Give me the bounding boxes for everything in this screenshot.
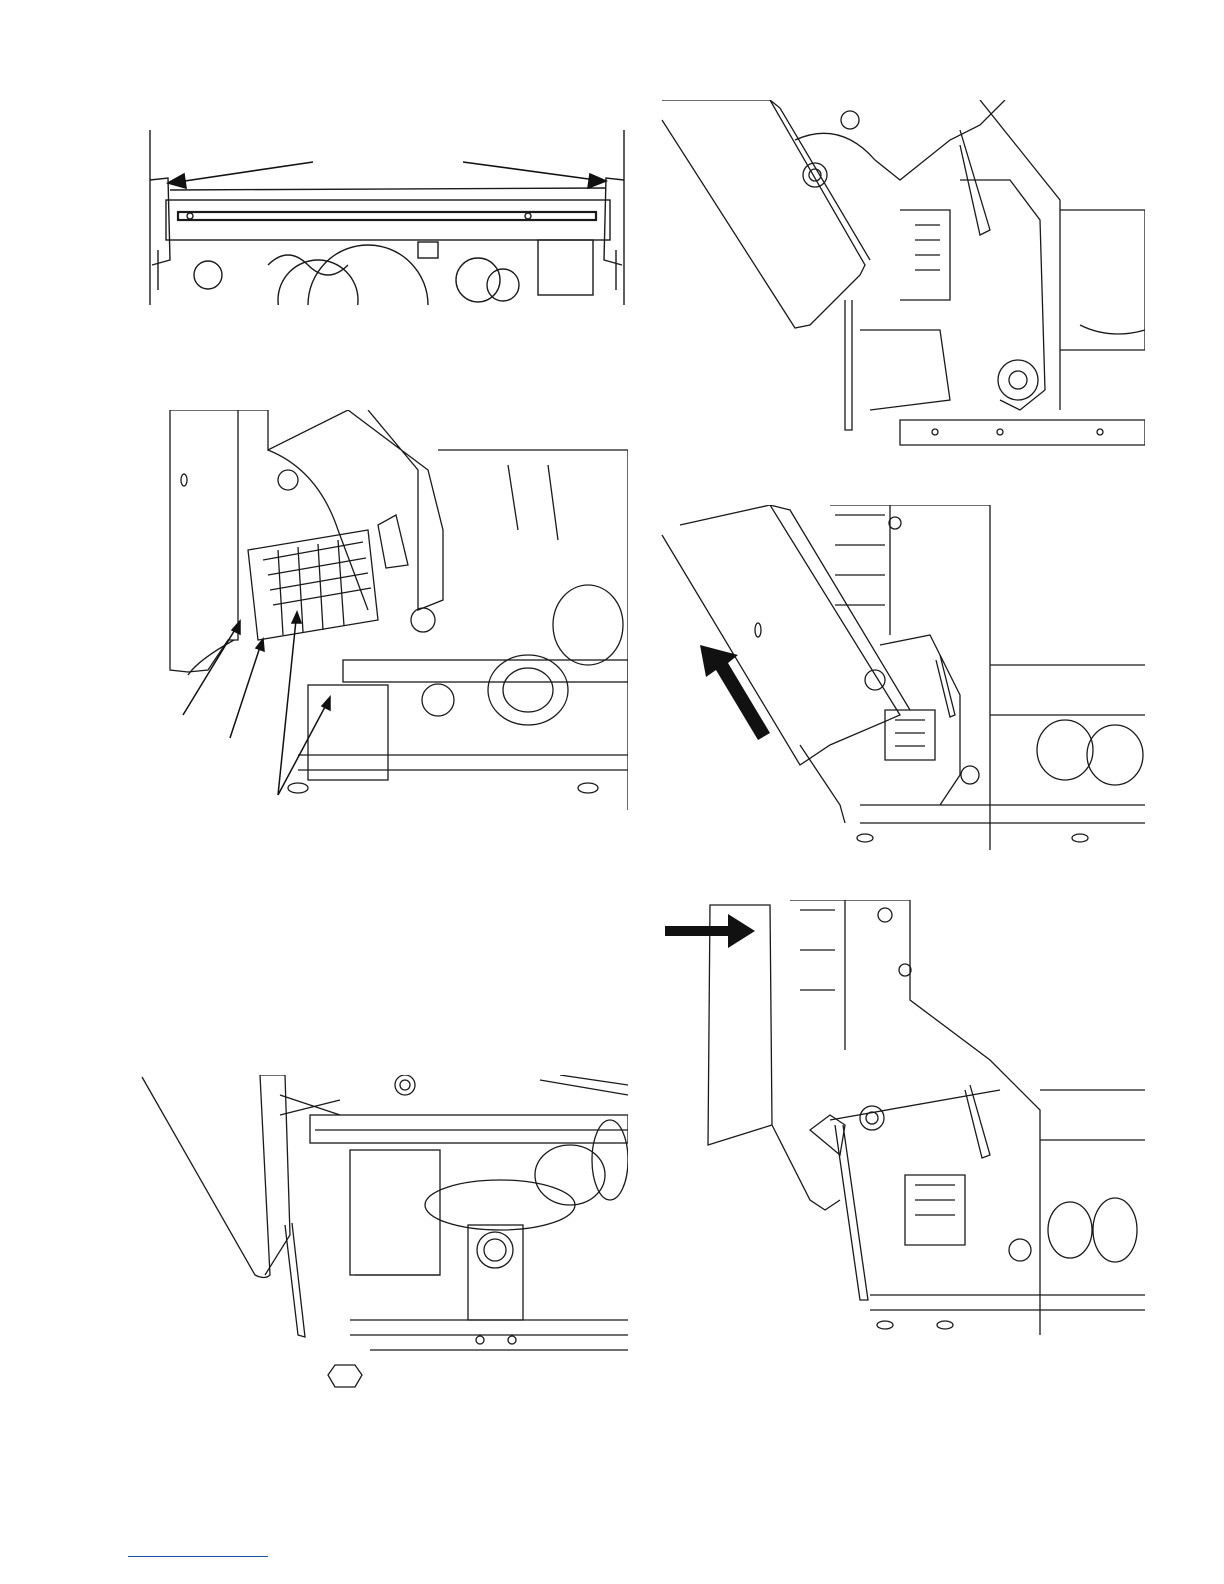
door-push-diagram-icon xyxy=(660,900,1145,1335)
footer-rule xyxy=(128,1556,268,1557)
door-lift-diagram-icon xyxy=(660,505,1145,850)
hinge-detail-diagram-icon xyxy=(660,100,1145,450)
door-top-rail-diagram-icon xyxy=(148,130,628,305)
door-open-diagram xyxy=(168,410,628,810)
door-top-rail-diagram xyxy=(148,130,628,305)
door-open-diagram-icon xyxy=(168,410,628,810)
door-lowered-diagram xyxy=(140,1075,628,1395)
hinge-detail-diagram xyxy=(660,100,1145,450)
door-lift-diagram xyxy=(660,505,1145,850)
door-push-diagram xyxy=(660,900,1145,1335)
door-lowered-diagram-icon xyxy=(140,1075,628,1395)
